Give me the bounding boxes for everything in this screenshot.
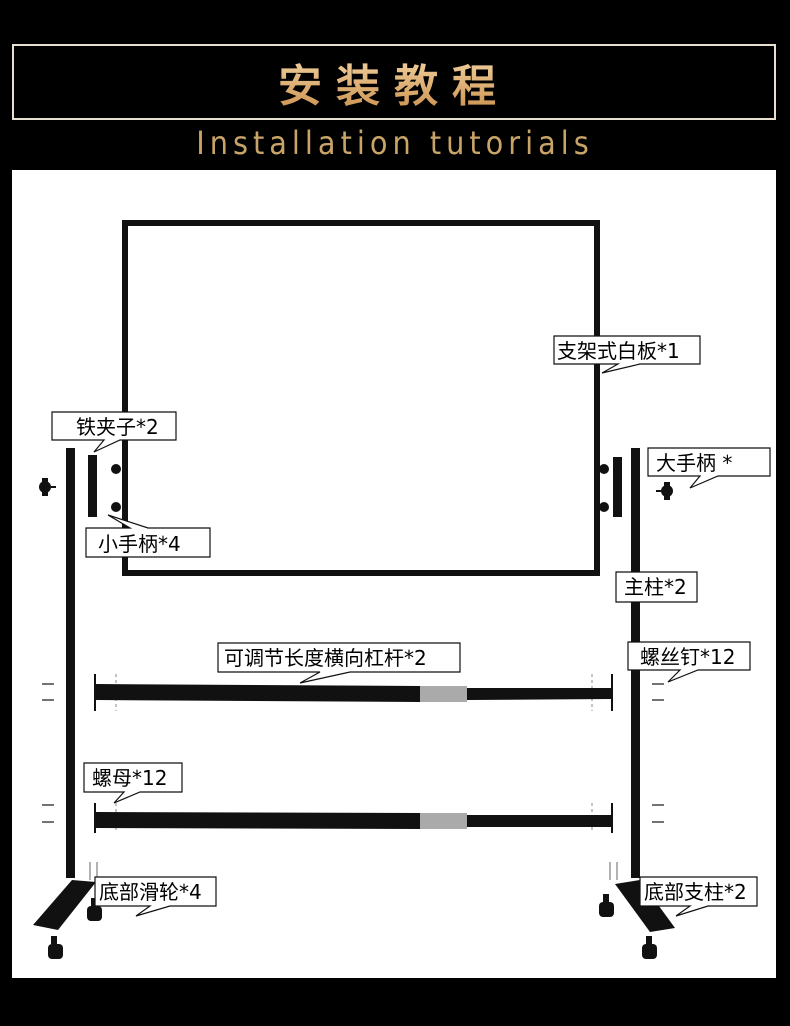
label-small-handle: 小手柄*4 — [98, 532, 181, 556]
iron-clip-right — [613, 457, 622, 517]
base-support-left — [33, 862, 98, 930]
small-handle-left-bottom — [111, 502, 121, 512]
caster-1 — [48, 936, 63, 959]
screw-marks-right — [652, 683, 664, 823]
caster-4 — [642, 936, 657, 959]
label-screw: 螺丝钉*12 — [640, 645, 735, 669]
small-handle-left-top — [111, 464, 121, 474]
label-base-support: 底部支柱*2 — [644, 880, 747, 904]
crossbar-top — [94, 674, 613, 711]
caster-2 — [87, 898, 102, 921]
header-box: 安装教程 — [12, 44, 776, 120]
callout-small-handle: 小手柄*4 — [85, 514, 211, 558]
callout-caster: 底部滑轮*4 — [94, 876, 217, 917]
label-nut: 螺母*12 — [92, 766, 167, 790]
callout-whiteboard: 支架式白板*1 — [553, 335, 701, 374]
whiteboard-frame — [122, 220, 600, 576]
small-handle-right-bottom — [599, 502, 609, 512]
label-whiteboard: 支架式白板*1 — [557, 339, 680, 363]
label-big-handle: 大手柄 * — [656, 451, 732, 475]
main-pillar-left — [66, 448, 75, 878]
page-subtitle: Installation tutorials — [196, 124, 594, 162]
big-handle-left — [39, 478, 56, 496]
callout-iron-clip: 铁夹子*2 — [51, 411, 177, 453]
crossbar-bottom — [94, 803, 613, 833]
label-crossbar: 可调节长度横向杠杆*2 — [224, 646, 427, 670]
page-title: 安装教程 — [278, 50, 510, 114]
label-main-pillar: 主柱*2 — [624, 575, 687, 599]
iron-clip-left — [88, 455, 97, 517]
callout-nut: 螺母*12 — [83, 762, 183, 804]
big-handle-right — [656, 482, 673, 500]
caster-3 — [599, 894, 614, 917]
label-iron-clip: 铁夹子*2 — [76, 415, 159, 439]
callout-screw: 螺丝钉*12 — [627, 641, 751, 683]
callout-big-handle: 大手柄 * — [647, 447, 771, 489]
label-caster: 底部滑轮*4 — [99, 880, 202, 904]
callout-main-pillar: 主柱*2 — [615, 571, 698, 603]
small-handle-right-top — [599, 464, 609, 474]
screw-marks-left — [42, 683, 54, 823]
callout-crossbar: 可调节长度横向杠杆*2 — [217, 642, 461, 684]
callout-base-support: 底部支柱*2 — [639, 876, 758, 917]
